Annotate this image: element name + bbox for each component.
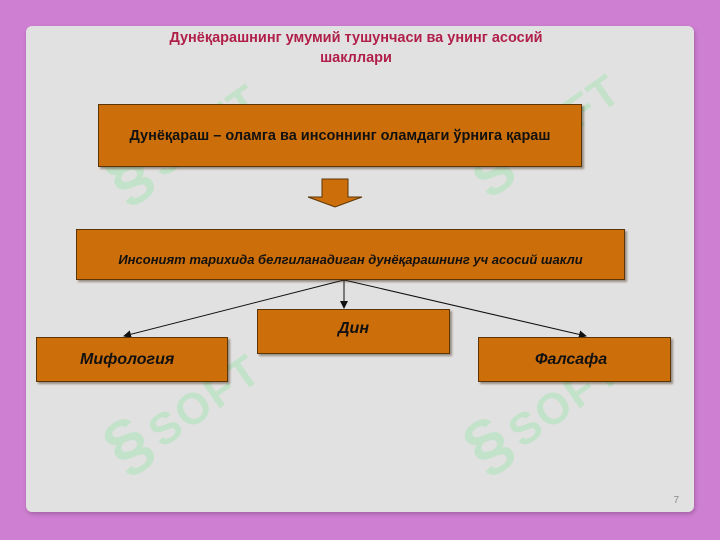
page-number: 7 [673,495,679,506]
history-box: Инсоният тарихида белгиланадиган дунёқар… [76,229,625,280]
mythology-label: Мифология [80,350,175,368]
connector-arrows [123,178,587,339]
slide-title: Дунёқарашнинг умумий тушунчаси ва унинг … [169,30,543,66]
philosophy-label: Фалсафа [535,350,608,368]
religion-label: Дин [338,319,369,337]
history-text: Инсоният тарихида белгиланадиган дунёқар… [118,252,583,267]
philosophy-box: Фалсафа [478,337,671,382]
slide-canvas: §SOFT §SOFT §SOFT §SOFT Дунёқарашнинг ум… [26,26,694,512]
definition-box: Дунёқараш – оламга ва инсоннинг оламдаги… [98,104,582,167]
definition-text: Дунёқараш – оламга ва инсоннинг оламдаги… [129,127,551,144]
mythology-box: Мифология [36,337,228,382]
religion-box: Дин [257,309,450,354]
down-arrow-icon [307,178,363,208]
connector-to-phil [343,279,587,339]
connector-to-myth [123,279,345,339]
